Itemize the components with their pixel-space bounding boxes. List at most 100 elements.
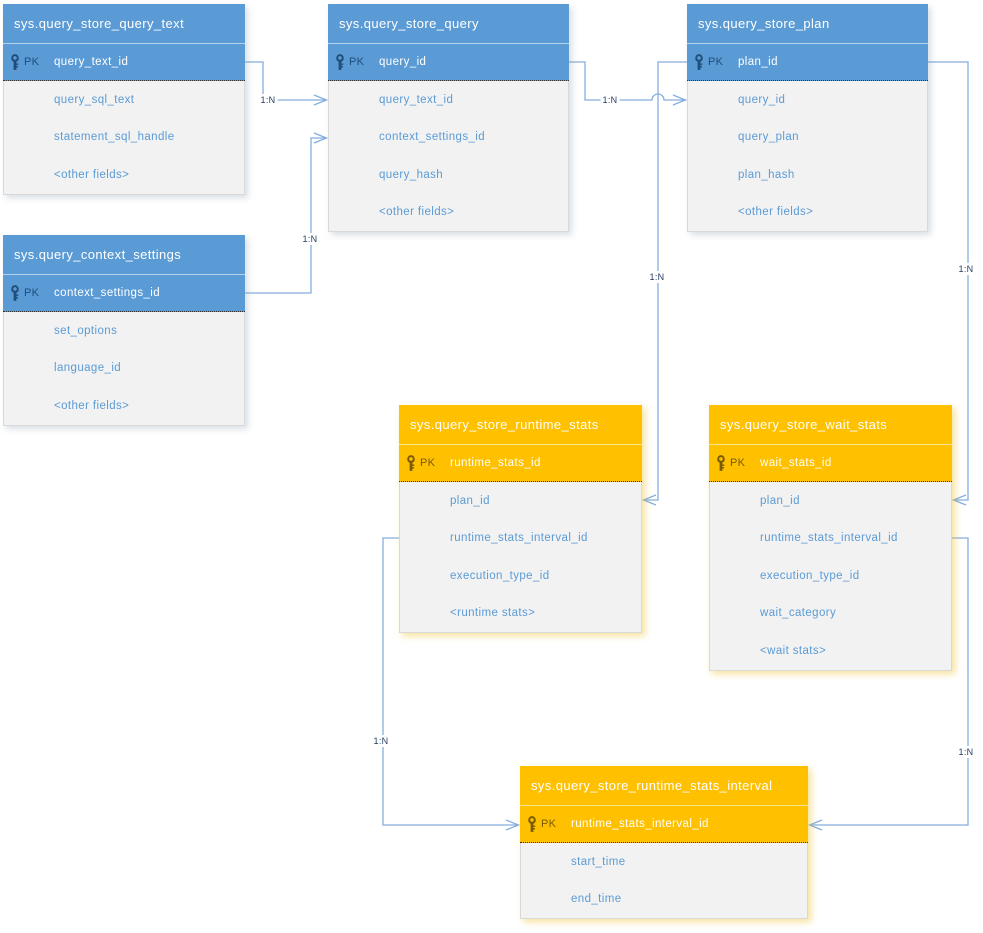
connector-querytext-to-query[interactable] (245, 61, 326, 100)
table-title: sys.query_store_query (328, 4, 569, 43)
field-row: execution_type_id (400, 557, 641, 595)
key-icon (9, 54, 21, 71)
field-row: <other fields> (329, 194, 568, 232)
pk-field-name: runtime_stats_interval_id (571, 818, 709, 830)
key-icon (334, 54, 346, 71)
field-row: query_text_id (329, 81, 568, 119)
field-name: query_plan (738, 131, 799, 144)
field-row: language_id (4, 350, 244, 388)
pk-row: PK runtime_stats_id (399, 444, 642, 482)
field-name: <other fields> (54, 399, 130, 412)
table-title: sys.query_store_query_text (3, 4, 245, 43)
connector-plan-to-waitstats[interactable] (928, 61, 969, 500)
field-row: runtime_stats_interval_id (400, 520, 641, 558)
field-name: query_id (738, 93, 786, 106)
pk-label: PK (420, 457, 436, 469)
pk-label: PK (24, 287, 40, 299)
field-row: set_options (4, 312, 244, 350)
entity-query-store-wait-stats[interactable]: sys.query_store_wait_stats PK wait_stats… (709, 405, 952, 671)
field-row: wait_category (710, 595, 951, 633)
field-row: <runtime stats> (400, 595, 641, 633)
connector-runtimestats-to-interval[interactable] (382, 537, 518, 825)
field-row: <other fields> (4, 387, 244, 425)
field-name: <other fields> (379, 206, 455, 219)
field-row: <wait stats> (710, 632, 951, 670)
field-name: plan_hash (738, 168, 795, 181)
table-title: sys.query_store_wait_stats (709, 405, 952, 444)
field-name: query_text_id (379, 93, 454, 106)
field-name: query_hash (379, 168, 444, 181)
pk-field-name: query_text_id (54, 56, 129, 68)
field-row: statement_sql_handle (4, 119, 244, 157)
cardinality-label: 1:N (600, 94, 620, 106)
table-title: sys.query_context_settings (3, 235, 245, 274)
cardinality-label: 1:N (956, 263, 976, 275)
entity-query-context-settings[interactable]: sys.query_context_settings PK context_se… (3, 235, 245, 426)
pk-label: PK (24, 56, 40, 68)
connector-contextsettings-to-query[interactable] (245, 138, 326, 294)
key-icon (715, 455, 727, 472)
pk-label: PK (349, 56, 365, 68)
field-row: query_hash (329, 156, 568, 194)
pk-row: PK runtime_stats_interval_id (520, 805, 808, 843)
pk-field-name: plan_id (738, 56, 778, 68)
field-row: end_time (521, 881, 807, 919)
entity-query-store-plan[interactable]: sys.query_store_plan PK plan_id query_id… (687, 4, 928, 232)
field-name: <wait stats> (760, 644, 827, 657)
field-row: query_sql_text (4, 81, 244, 119)
field-name: query_sql_text (54, 93, 135, 106)
pk-row: PK wait_stats_id (709, 444, 952, 482)
pk-label: PK (708, 56, 724, 68)
pk-row: PK context_settings_id (3, 274, 245, 312)
cardinality-label: 1:N (956, 746, 976, 758)
pk-field-name: context_settings_id (54, 287, 161, 299)
field-row: <other fields> (688, 194, 927, 232)
field-name: context_settings_id (379, 131, 486, 144)
field-name: execution_type_id (760, 569, 860, 582)
field-row: runtime_stats_interval_id (710, 520, 951, 558)
entity-query-store-runtime-stats[interactable]: sys.query_store_runtime_stats PK runtime… (399, 405, 642, 633)
table-body: query_id query_plan plan_hash <other fie… (687, 81, 928, 232)
pk-label: PK (541, 818, 557, 830)
pk-row: PK plan_id (687, 43, 928, 81)
field-name: <other fields> (738, 206, 814, 219)
pk-field-name: query_id (379, 56, 427, 68)
entity-query-store-query-text[interactable]: sys.query_store_query_text PK query_text… (3, 4, 245, 195)
pk-field-name: runtime_stats_id (450, 457, 541, 469)
entity-query-store-query[interactable]: sys.query_store_query PK query_id query_… (328, 4, 569, 232)
field-row: query_id (688, 81, 927, 119)
entity-query-store-runtime-stats-interval[interactable]: sys.query_store_runtime_stats_interval P… (520, 766, 808, 919)
field-name: execution_type_id (450, 569, 550, 582)
key-icon (9, 285, 21, 302)
cardinality-label: 1:N (258, 94, 278, 106)
field-name: end_time (571, 893, 622, 906)
table-body: query_sql_text statement_sql_handle <oth… (3, 81, 245, 195)
field-name: runtime_stats_interval_id (450, 532, 588, 545)
table-body: plan_id runtime_stats_interval_id execut… (399, 482, 642, 633)
pk-field-name: wait_stats_id (760, 457, 832, 469)
table-title: sys.query_store_runtime_stats_interval (520, 766, 808, 805)
field-name: statement_sql_handle (54, 131, 175, 144)
pk-label: PK (730, 457, 746, 469)
connector-query-to-plan[interactable] (569, 61, 685, 100)
field-row: plan_hash (688, 156, 927, 194)
field-row: start_time (521, 843, 807, 881)
table-body: start_time end_time (520, 843, 808, 919)
pk-row: PK query_text_id (3, 43, 245, 81)
table-body: plan_id runtime_stats_interval_id execut… (709, 482, 952, 671)
field-name: <runtime stats> (450, 607, 536, 620)
field-row: context_settings_id (329, 119, 568, 157)
connector-waitstats-to-interval[interactable] (810, 537, 969, 825)
field-name: language_id (54, 362, 122, 375)
table-title: sys.query_store_plan (687, 4, 928, 43)
table-body: set_options language_id <other fields> (3, 312, 245, 426)
cardinality-label: 1:N (371, 735, 391, 747)
field-name: <other fields> (54, 168, 130, 181)
key-icon (693, 54, 705, 71)
table-title: sys.query_store_runtime_stats (399, 405, 642, 444)
table-body: query_text_id context_settings_id query_… (328, 81, 569, 232)
field-name: plan_id (450, 494, 490, 507)
field-name: start_time (571, 855, 626, 868)
